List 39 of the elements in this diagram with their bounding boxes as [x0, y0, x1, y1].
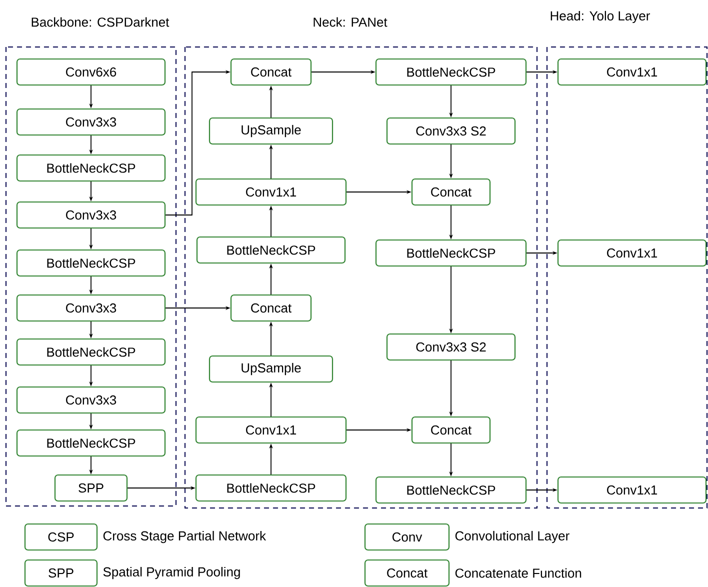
layer-box: BottleNeckCSP	[16, 249, 166, 277]
legend-text: Convolutional Layer	[455, 530, 570, 544]
layer-box: Conv6x6	[16, 58, 166, 86]
node-label: Neck: PANet	[314, 17, 388, 27]
node-label: Head: Yolo Layer	[550, 10, 650, 24]
layer-box: BottleNeckCSP	[375, 58, 527, 86]
node-label: Backbone: CSPDarknet	[32, 17, 170, 27]
layer-box: BottleNeckCSP	[16, 338, 166, 366]
layer-box: Conv3x3 S2	[386, 333, 516, 361]
layer-box: Conv1x1	[195, 416, 347, 444]
layer-box: BottleNeckCSP	[196, 236, 346, 264]
layer-box: BottleNeckCSP	[195, 474, 347, 502]
layer-box: Conv1x1	[557, 239, 707, 267]
legend-box: Concat	[364, 559, 450, 587]
layer-box: Conv1x1	[195, 178, 347, 206]
layer-box: Conv3x3	[16, 108, 166, 136]
layer-box: UpSample	[208, 355, 334, 383]
layer-box: Concat	[411, 416, 491, 444]
legend-box: CSP	[24, 523, 98, 551]
layer-box: UpSample	[208, 117, 334, 145]
legend-box: SPP	[24, 559, 98, 587]
legend-text: Spatial Pyramid Pooling	[103, 566, 240, 580]
layer-box: Conv1x1	[557, 476, 707, 504]
layer-box: BottleNeckCSP	[16, 429, 166, 457]
legend-box: Conv	[364, 523, 450, 551]
layer-box: SPP	[54, 474, 128, 502]
layer-box: BottleNeckCSP	[375, 476, 527, 504]
layer-box: Conv1x1	[557, 58, 707, 86]
layer-box: BottleNeckCSP	[375, 239, 527, 267]
layer-box: BottleNeckCSP	[16, 154, 166, 182]
layer-box: Conv3x3	[16, 386, 166, 414]
layer-box: Conv3x3	[16, 201, 166, 229]
layer-box: Conv3x3	[16, 294, 166, 322]
layer-box: Conv3x3 S2	[386, 117, 516, 145]
layer-box: Concat	[411, 178, 491, 206]
legend-text: Concatenate Function	[455, 568, 582, 578]
legend-text: Cross Stage Partial Network	[103, 530, 266, 544]
layer-box: Concat	[230, 58, 312, 86]
layer-box: Concat	[230, 294, 312, 322]
